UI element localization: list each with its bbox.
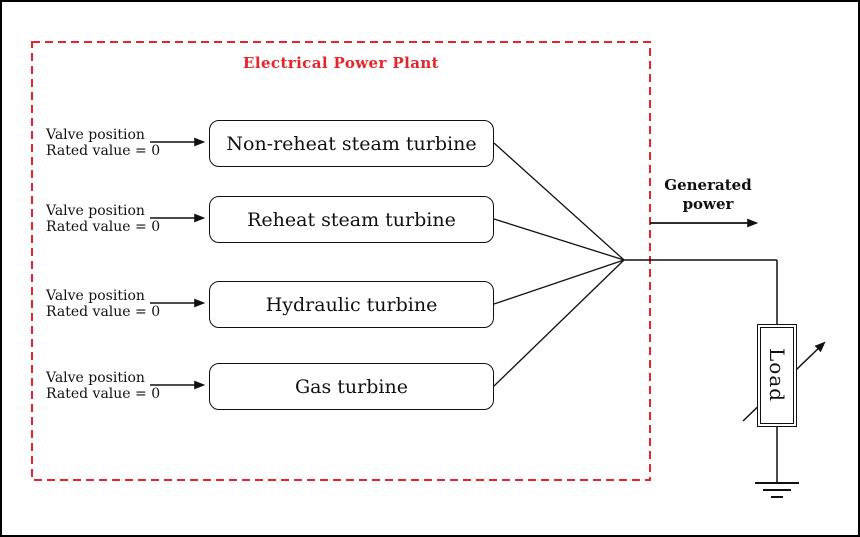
turbine-block-hydraulic: Hydraulic turbine (209, 281, 494, 328)
generated-power-line1: Generated (664, 176, 752, 194)
ground-symbol (755, 482, 799, 498)
valve-label-line2: Rated value = 0 (46, 219, 161, 235)
valve-label-line1: Valve position (46, 127, 145, 143)
turbine-block-label: Hydraulic turbine (265, 293, 438, 316)
valve-label-non-reheat: Valve position Rated value = 0 (46, 127, 186, 159)
plant-boundary-dashed (31, 41, 651, 481)
plant-title: Electrical Power Plant (243, 54, 439, 72)
valve-label-line1: Valve position (46, 203, 145, 219)
turbine-block-gas: Gas turbine (209, 363, 494, 410)
converging-line (493, 142, 625, 261)
turbine-block-label: Gas turbine (295, 375, 408, 398)
turbine-block-label: Non-reheat steam turbine (226, 132, 477, 155)
load-box: Load (757, 324, 797, 427)
load-label: Load (765, 348, 789, 403)
valve-label-reheat: Valve position Rated value = 0 (46, 203, 186, 235)
generated-power-label: Generated power (642, 176, 774, 214)
turbine-block-reheat: Reheat steam turbine (209, 196, 494, 243)
converging-line (493, 259, 625, 305)
valve-label-line2: Rated value = 0 (46, 304, 161, 320)
load-box-inner-border: Load (760, 327, 794, 424)
valve-label-line1: Valve position (46, 370, 145, 386)
turbine-block-label: Reheat steam turbine (247, 208, 456, 231)
converging-line (493, 259, 625, 387)
valve-label-hydraulic: Valve position Rated value = 0 (46, 288, 186, 320)
converging-lines (493, 142, 625, 387)
generated-power-line2: power (682, 195, 734, 213)
bus-lines (624, 259, 778, 483)
turbine-block-non-reheat: Non-reheat steam turbine (209, 120, 494, 167)
converging-line (493, 218, 625, 261)
valve-label-gas: Valve position Rated value = 0 (46, 370, 186, 402)
valve-label-line2: Rated value = 0 (46, 386, 161, 402)
input-arrows (150, 137, 206, 390)
valve-label-line2: Rated value = 0 (46, 143, 161, 159)
valve-label-line1: Valve position (46, 288, 145, 304)
